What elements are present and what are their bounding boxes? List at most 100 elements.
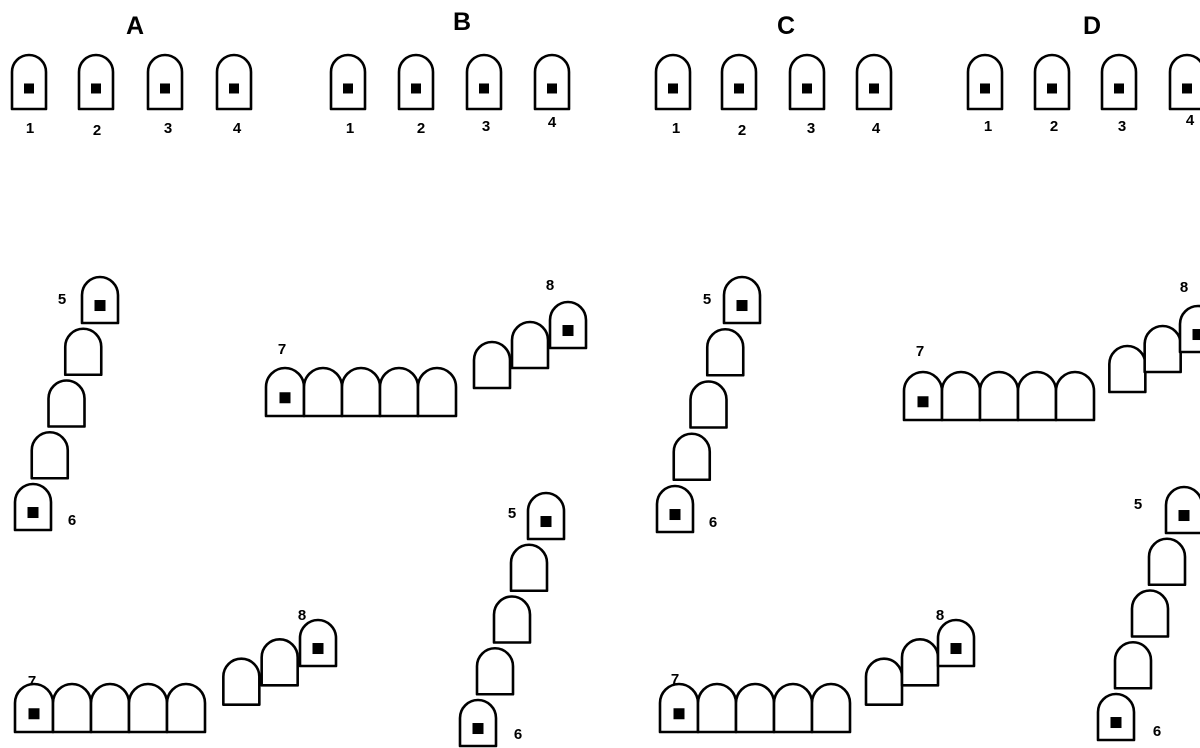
arch-position xyxy=(217,55,251,109)
panel-label-b: B xyxy=(453,8,471,36)
arch-position xyxy=(79,55,113,109)
track-label-5: 5 xyxy=(1134,496,1142,513)
rising-bay xyxy=(938,620,974,666)
marker-square xyxy=(24,83,34,93)
horizontal-bay xyxy=(304,368,342,416)
track-label-8: 8 xyxy=(298,607,306,624)
diagonal-bay xyxy=(1115,642,1151,688)
position-label: 3 xyxy=(1118,118,1126,135)
diagonal-bay xyxy=(15,484,51,530)
horizontal-bay xyxy=(380,368,418,416)
arch-position xyxy=(722,55,756,109)
marker-square xyxy=(980,83,990,93)
arch-position xyxy=(148,55,182,109)
marker-square xyxy=(951,643,962,654)
rising-bay xyxy=(1180,306,1200,352)
position-label: 1 xyxy=(672,120,680,137)
marker-square xyxy=(28,507,39,518)
diagonal-bay xyxy=(1132,591,1168,637)
position-label: 2 xyxy=(738,122,746,139)
marker-square xyxy=(280,392,291,403)
arch-position xyxy=(1102,55,1136,109)
diagonal-bay xyxy=(65,329,101,375)
rising-bay xyxy=(512,322,548,368)
marker-square xyxy=(95,300,106,311)
arch-shapes xyxy=(12,55,1200,746)
marker-square xyxy=(343,83,353,93)
rising-bay xyxy=(262,639,298,685)
horizontal-bay xyxy=(1056,372,1094,420)
panel-label-a: A xyxy=(126,12,144,40)
diagonal-bay xyxy=(528,493,564,539)
marker-square xyxy=(918,396,929,407)
position-label: 4 xyxy=(1186,112,1195,129)
marker-square xyxy=(1111,717,1122,728)
marker-square xyxy=(737,300,748,311)
marker-square xyxy=(1047,83,1057,93)
marker-square xyxy=(802,83,812,93)
horizontal-bay xyxy=(91,684,129,732)
position-labels-b: 1 2 3 4 xyxy=(346,114,557,137)
arch-position xyxy=(968,55,1002,109)
position-label: 3 xyxy=(482,118,490,135)
horizontal-bay xyxy=(129,684,167,732)
marker-square xyxy=(479,83,489,93)
diagonal-bay xyxy=(724,277,760,323)
arch-position xyxy=(1170,55,1200,109)
horizontal-bay xyxy=(660,684,698,732)
marker-square xyxy=(547,83,557,93)
marker-square xyxy=(29,708,40,719)
arch-position xyxy=(535,55,569,109)
rising-bay xyxy=(474,342,510,388)
rising-bay xyxy=(866,659,902,705)
arch-position xyxy=(790,55,824,109)
diagonal-bay xyxy=(691,382,727,428)
marker-square xyxy=(91,83,101,93)
horizontal-bay xyxy=(980,372,1018,420)
marker-square xyxy=(670,509,681,520)
diagonal-bay xyxy=(460,700,496,746)
arch-position xyxy=(12,55,46,109)
track-label-6: 6 xyxy=(68,512,76,529)
position-label: 3 xyxy=(807,120,815,137)
marker-square xyxy=(674,708,685,719)
horizontal-bay xyxy=(904,372,942,420)
position-labels-a: 1 2 3 4 xyxy=(26,120,242,139)
track-label-5: 5 xyxy=(508,505,516,522)
track-label-6: 6 xyxy=(709,514,717,531)
marker-square xyxy=(869,83,879,93)
position-label: 1 xyxy=(26,120,34,137)
track-label-6: 6 xyxy=(514,726,522,743)
marker-square xyxy=(160,83,170,93)
horizontal-bay xyxy=(1018,372,1056,420)
rising-bay xyxy=(1145,326,1181,372)
panel-label-c: C xyxy=(777,12,795,40)
horizontal-bay xyxy=(167,684,205,732)
diagonal-bay xyxy=(657,486,693,532)
arch-position xyxy=(857,55,891,109)
position-label: 4 xyxy=(872,120,881,137)
diagonal-bay xyxy=(707,329,743,375)
marker-square xyxy=(411,83,421,93)
track-label-5: 5 xyxy=(703,291,711,308)
position-label: 2 xyxy=(1050,118,1058,135)
rising-bay xyxy=(550,302,586,348)
track-label-6: 6 xyxy=(1153,723,1161,740)
diagonal-bay xyxy=(494,597,530,643)
horizontal-bay xyxy=(418,368,456,416)
position-label: 3 xyxy=(164,120,172,137)
marker-square xyxy=(563,325,574,336)
arch-position xyxy=(1035,55,1069,109)
track-label-7: 7 xyxy=(916,343,924,360)
horizontal-bay xyxy=(342,368,380,416)
diagonal-bay xyxy=(49,381,85,427)
rising-bay xyxy=(223,659,259,705)
track-label-5: 5 xyxy=(58,291,66,308)
marker-square xyxy=(313,643,324,654)
diagonal-bay xyxy=(477,648,513,694)
marker-square xyxy=(734,83,744,93)
marker-square xyxy=(1193,329,1200,340)
diagonal-bay xyxy=(511,545,547,591)
horizontal-bay xyxy=(53,684,91,732)
marker-square xyxy=(1182,83,1192,93)
